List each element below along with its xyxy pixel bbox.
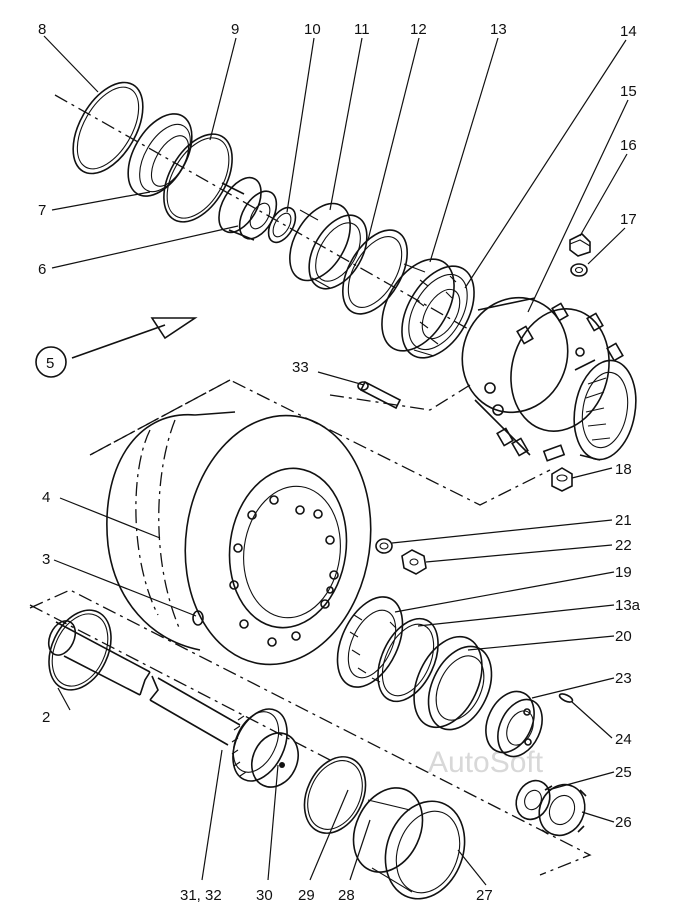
part-8-ring <box>72 81 144 175</box>
label-25: 25 <box>615 764 632 781</box>
part-27-cover <box>352 787 466 900</box>
label-24: 24 <box>615 731 632 748</box>
bolt-boundary <box>329 384 471 411</box>
label-22: 22 <box>615 537 632 554</box>
lower-axis-line <box>29 604 331 761</box>
part-29-ring <box>303 756 367 834</box>
part-9-oring <box>163 133 233 223</box>
label-15: 15 <box>620 83 637 100</box>
label-4: 4 <box>42 489 50 506</box>
part-26-slotted-nut <box>538 783 587 837</box>
part-21-washer <box>375 538 393 554</box>
label-20: 20 <box>615 628 632 645</box>
part-20-bearing-cup <box>413 635 493 731</box>
label-5: 5 <box>46 355 54 372</box>
part-17-washer <box>570 263 588 277</box>
label-33: 33 <box>292 359 309 376</box>
label-29: 29 <box>298 887 315 904</box>
part-23-hub-nut <box>485 690 543 758</box>
label-16: 16 <box>620 137 637 154</box>
part-19-bearing <box>336 596 404 688</box>
label-23: 23 <box>615 670 632 687</box>
label-9: 9 <box>231 21 239 38</box>
label-19: 19 <box>615 564 632 581</box>
label-11: 11 <box>354 21 370 38</box>
label-31-32: 31, 32 <box>180 887 222 904</box>
label-27: 27 <box>476 887 493 904</box>
part-13-bearing <box>381 258 475 359</box>
part-6-sleeve <box>218 176 278 241</box>
label-30: 30 <box>256 887 273 904</box>
label-14: 14 <box>620 23 637 40</box>
label-21: 21 <box>615 512 632 529</box>
label-26: 26 <box>615 814 632 831</box>
label-28: 28 <box>338 887 355 904</box>
part-18-nut <box>551 467 573 492</box>
part-16-bolt <box>569 233 591 257</box>
part-labels: 8 9 10 11 12 13 14 15 16 17 7 6 33 18 4 … <box>38 21 641 904</box>
assembly-direction-arrow <box>71 317 198 359</box>
drum-assembly-boundary <box>89 379 551 506</box>
watermark: AutoSoft <box>428 746 544 779</box>
part-12-ring <box>342 229 408 315</box>
part-4-brake-drum <box>106 411 372 666</box>
part-22-nut <box>401 549 427 575</box>
label-2: 2 <box>42 709 50 726</box>
label-17: 17 <box>620 211 637 228</box>
part-31-32-axle-shaft <box>47 620 299 788</box>
label-13: 13 <box>490 21 507 38</box>
callout-5: 5 <box>35 346 67 378</box>
part-24-pin <box>558 693 574 703</box>
part-33-pin <box>357 380 402 410</box>
label-18: 18 <box>615 461 632 478</box>
label-6: 6 <box>38 261 46 278</box>
upper-axis-line <box>54 94 471 331</box>
part-14-wheel-hub <box>461 296 637 462</box>
label-13a: 13a <box>615 597 641 614</box>
part-2-snap-ring <box>48 609 112 691</box>
leader-lines <box>43 35 629 886</box>
label-12: 12 <box>410 21 427 38</box>
part-10-ring <box>267 206 297 244</box>
label-8: 8 <box>38 21 46 38</box>
part-3-screw <box>192 610 204 626</box>
label-10: 10 <box>304 21 321 38</box>
label-7: 7 <box>38 202 46 219</box>
label-3: 3 <box>42 551 50 568</box>
part-11-bearing-cup <box>289 202 368 290</box>
axle-assembly-boundary <box>29 589 592 876</box>
